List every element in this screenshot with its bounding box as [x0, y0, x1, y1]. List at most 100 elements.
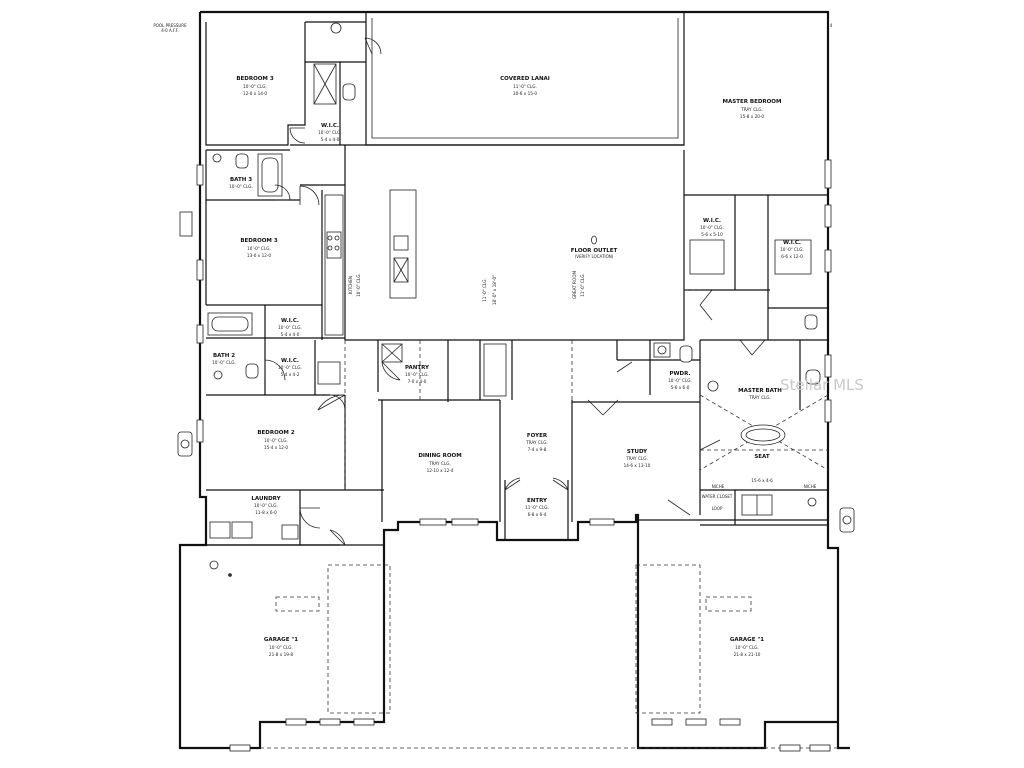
water-closet-label: WATER CLOSET [702, 494, 733, 499]
room-ceiling: 10'-0" CLG. [278, 365, 302, 370]
room-name: FOYER [527, 433, 548, 439]
dashed-lines [260, 289, 840, 749]
room-name: BEDROOM 2 [257, 430, 294, 436]
room-size: 5-6 x 5-10 [701, 232, 723, 237]
room-bedroom2: BEDROOM 2 10'-0" CLG. 15-4 x 12-0 [257, 430, 294, 450]
corner-mark: 4 [830, 23, 833, 28]
room-name: PANTRY [405, 365, 430, 371]
room-garage1: GARAGE "1 10'-0" CLG. 21-8 x 19-8 [264, 637, 298, 657]
room-ceiling: 10'-0" CLG. [405, 372, 429, 377]
room-bedroom3: BEDROOM 3 10'-0" CLG. 12-0 x 14-0 [236, 76, 273, 96]
room-dining: DINING ROOM TRAY CLG. 12-10 x 12-4 [418, 453, 461, 473]
room-name: MASTER BEDROOM [723, 99, 782, 105]
room-ceiling: 10'-0" CLG. [668, 378, 692, 383]
room-size: 5-4 x 4-0 [281, 332, 300, 337]
niche-right-label: NICHE [804, 484, 817, 489]
floor-outlet-note: FLOOR OUTLET (VERIFY LOCATION) [571, 248, 618, 259]
kitchen-label-b: 10'-0" CLG. [356, 273, 361, 297]
room-ceiling: 10'-0" CLG. [700, 225, 724, 230]
room-size: 7-0 x 4-0 [408, 379, 427, 384]
room-name: W.I.C. [783, 240, 801, 246]
room-pantry: PANTRY 10'-0" CLG. 7-0 x 4-0 [405, 365, 430, 384]
room-name: DINING ROOM [418, 453, 461, 459]
room-size: 21-8 x 21-10 [734, 652, 761, 657]
room-name: PWDR. [669, 371, 690, 377]
room-master-bedroom: MASTER BEDROOM TRAY CLG. 15-8 x 20-0 [723, 99, 782, 119]
room-bath3: BATH 3 10'-0" CLG. [229, 177, 253, 189]
room-name: BEDROOM 3 [240, 238, 277, 244]
room-size: 15-4 x 12-0 [264, 445, 288, 450]
room-size: 7-4 x 9-8 [528, 447, 547, 452]
room-size: 15-8 x 20-0 [740, 114, 764, 119]
room-entry: ENTRY 11'-0" CLG. 6-8 x 6-4 [525, 498, 549, 517]
niche-left-label: NICHE [712, 484, 725, 489]
windows [196, 159, 832, 752]
room-foyer: FOYER TRAY CLG. 7-4 x 9-8 [525, 433, 548, 452]
living-label-b: 18'-0" x 18'-0" [492, 275, 497, 305]
room-size: 6-6 x 12-0 [781, 254, 803, 259]
great-room-label-a: GREAT ROOM [572, 270, 577, 299]
room-pwdr: PWDR. 10'-0" CLG. 5-6 x 6-0 [668, 371, 692, 390]
room-name: GARAGE "1 [264, 637, 298, 643]
room-ceiling: 10'-0" CLG. [780, 247, 804, 252]
room-name: LAUNDRY [251, 496, 281, 502]
room-name: BATH 3 [230, 177, 252, 183]
room-name: W.I.C. [703, 218, 721, 224]
room-name: ENTRY [527, 498, 548, 504]
room-ceiling: 10'-0" CLG. [243, 84, 267, 89]
room-wic-bath2: W.I.C. 10'-0" CLG. 5-4 x 4-2 [278, 358, 302, 377]
room-ceiling: TRAY CLG. [525, 440, 548, 445]
living-label-a: 11'-0" CLG. [482, 278, 487, 302]
room-study: STUDY TRAY CLG. 14-6 x 13-10 [624, 449, 651, 468]
room-size: 13-0 x 12-0 [247, 253, 271, 258]
water-closet-sub: LOOP [712, 506, 723, 511]
kitchen-label-a: KITCHEN [348, 276, 353, 294]
seat-label: SEAT [754, 454, 770, 460]
floor-outlet-sub: (VERIFY LOCATION) [575, 254, 614, 259]
doors [264, 37, 766, 546]
room-ceiling: TRAY CLG. [740, 107, 763, 112]
room-name: W.I.C. [281, 318, 299, 324]
room-ceiling: 10'-0" CLG. [278, 325, 302, 330]
room-size: 30-6 x 15-0 [513, 91, 537, 96]
room-ceiling: TRAY CLG. [428, 461, 451, 466]
room-size: 6-8 x 6-4 [528, 512, 547, 517]
interior-walls [186, 21, 828, 546]
room-name: GARAGE "1 [730, 637, 764, 643]
room-ceiling: 11'-0" CLG. [525, 505, 549, 510]
room-ceiling: 10'-0" CLG. [318, 130, 342, 135]
room-name: COVERED LANAI [500, 76, 550, 82]
room-size: 5-4 x 4-2 [281, 372, 300, 377]
room-name: BEDROOM 3 [236, 76, 273, 82]
fixtures [177, 22, 855, 577]
room-wic-master-right: W.I.C. 10'-0" CLG. 6-6 x 12-0 [780, 240, 804, 259]
room-wic-bed3: W.I.C. 10'-0" CLG. 5-4 x 4-0 [318, 123, 342, 142]
room-name: W.I.C. [321, 123, 339, 129]
room-ceiling: 10'-0" CLG. [735, 645, 759, 650]
room-ceiling: 10'-0" CLG. [254, 503, 278, 508]
room-covered-lanai: COVERED LANAI 11'-0" CLG. 30-6 x 15-0 [500, 76, 550, 96]
floor-outlet-label: FLOOR OUTLET [571, 248, 618, 254]
room-ceiling: TRAY CLG. [625, 456, 648, 461]
room-size: 11-8 x 6-0 [255, 510, 277, 515]
room-size: 21-8 x 19-8 [269, 652, 293, 657]
room-ceiling: TRAY CLG. [748, 395, 771, 400]
shower-size: 15-6 x 4-6 [751, 478, 773, 483]
room-ceiling: 10'-0" CLG. [269, 645, 293, 650]
room-ceiling: 10'-0" CLG. [212, 360, 236, 365]
room-master-bath: MASTER BATH TRAY CLG. [738, 388, 782, 400]
room-size: 5-6 x 6-0 [671, 385, 690, 390]
room-size: 12-0 x 14-0 [243, 91, 267, 96]
room-ceiling: 10'-0" CLG. [229, 184, 253, 189]
pool-pressure-sub: 4-0 A.F.F. [161, 28, 179, 33]
room-size: 12-10 x 12-4 [427, 468, 454, 473]
great-room-label-b: 11'-0" CLG. [580, 273, 585, 297]
room-wic-master-left: W.I.C. 10'-0" CLG. 5-6 x 5-10 [700, 218, 724, 237]
room-size: 5-4 x 4-0 [321, 137, 340, 142]
room-name: STUDY [627, 449, 648, 455]
room-name: BATH 2 [213, 353, 235, 359]
room-ceiling: 10'-0" CLG. [264, 438, 288, 443]
room-ceiling: 10'-0" CLG. [247, 246, 271, 251]
room-laundry: LAUNDRY 10'-0" CLG. 11-8 x 6-0 [251, 496, 281, 515]
